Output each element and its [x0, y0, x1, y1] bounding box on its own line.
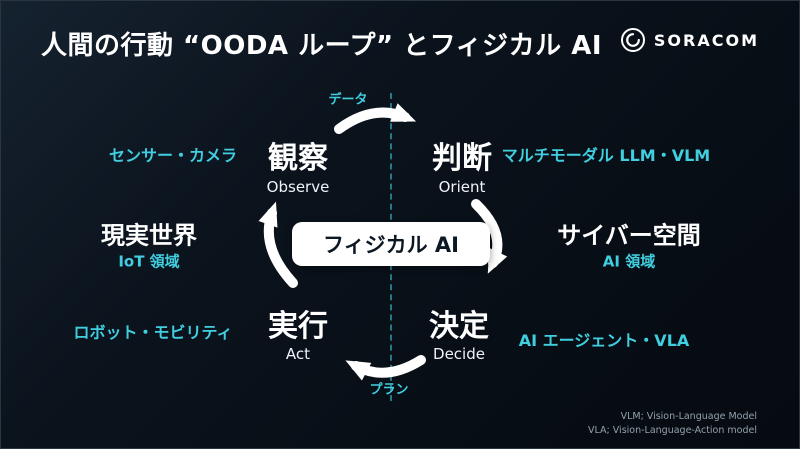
decide-side-label: AI エージェント・VLA: [518, 331, 690, 350]
node-observe-jp: 観察: [268, 141, 328, 176]
observe-side-label: センサー・カメラ: [108, 146, 238, 165]
node-decide-jp: 決定: [429, 309, 489, 344]
footnote-vla: VLA; Vision-Language-Action model: [588, 425, 757, 437]
soracom-icon: [620, 28, 645, 52]
cyber-space-sub: AI 領域: [602, 252, 656, 271]
physical-ai-box: フィジカル AI: [292, 222, 490, 266]
plan-flow-label: プラン: [369, 382, 409, 398]
node-decide-en: Decide: [433, 345, 485, 363]
node-act-jp: 実行: [268, 309, 328, 344]
data-flow-label: データ: [328, 92, 368, 108]
page-title: 人間の行動 “OODA ループ” とフィジカル AI: [41, 31, 603, 61]
node-orient-en: Orient: [438, 178, 486, 196]
node-observe-en: Observe: [266, 178, 330, 196]
soracom-logo: SORACOM: [620, 27, 759, 53]
real-world-sub: IoT 領域: [118, 252, 180, 271]
node-act-en: Act: [285, 345, 311, 363]
orient-side-label: マルチモーダル LLM・VLM: [501, 146, 711, 165]
node-orient-jp: 判断: [432, 141, 492, 176]
cyber-space-title: サイバー空間: [557, 221, 701, 250]
footnotes: VLM; Vision-Language Model VLA; Vision-L…: [588, 410, 757, 438]
real-world-title: 現実世界: [101, 221, 197, 250]
footnote-vlm: VLM; Vision-Language Model: [620, 411, 757, 423]
brand-name: SORACOM: [653, 30, 759, 50]
physical-ai-label: フィジカル AI: [323, 233, 459, 257]
act-side-label: ロボット・モビリティ: [73, 323, 233, 342]
